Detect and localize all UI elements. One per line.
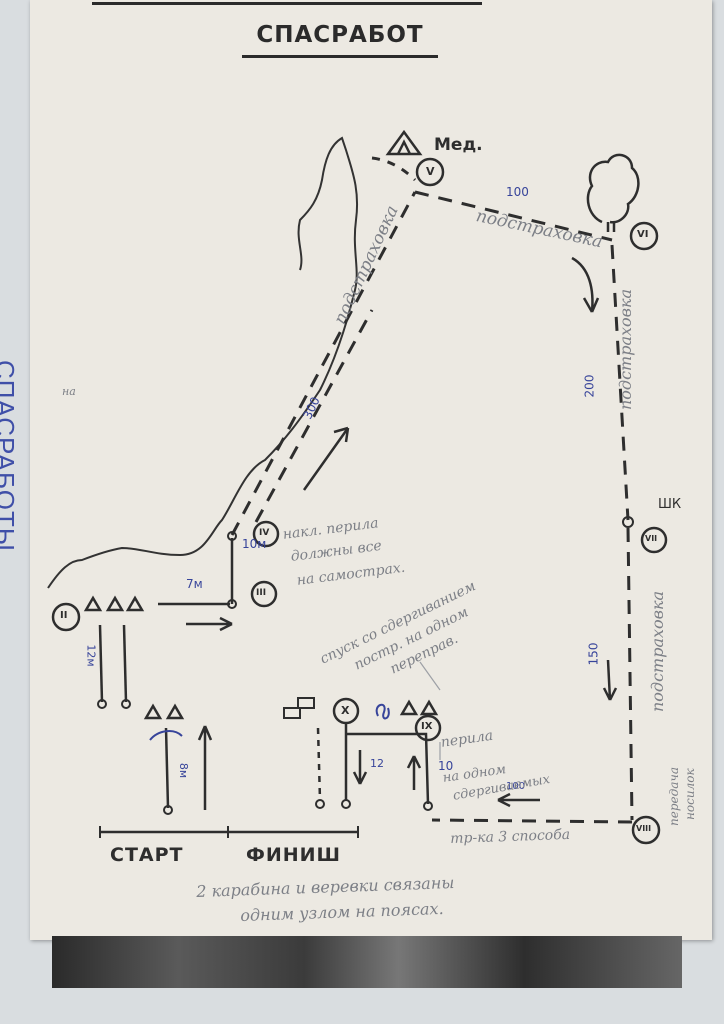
tent-icon-group-ii xyxy=(83,595,145,612)
na-label: на xyxy=(62,385,76,398)
route-v-vi xyxy=(414,190,613,242)
stage-vi-label: VI xyxy=(637,229,649,240)
distance-200: 200 xyxy=(582,374,597,398)
arrow-down-12 xyxy=(352,750,368,785)
top-rule xyxy=(92,2,482,5)
stretcher-pass-note-1: передача xyxy=(667,767,681,826)
node xyxy=(227,531,237,541)
stage-iii-icon xyxy=(250,580,278,608)
stage-x-icon xyxy=(332,697,360,725)
med-tent-icon xyxy=(385,129,423,156)
distance-150: 150 xyxy=(586,642,601,666)
rope-x-down xyxy=(316,727,322,801)
shk-label: ШК xyxy=(658,497,682,512)
arrow-down-150 xyxy=(602,659,618,701)
stage-x-label: X xyxy=(341,704,350,717)
stage-v-label: V xyxy=(426,165,435,178)
rope-12m-b xyxy=(122,624,128,703)
arrow-up-route xyxy=(302,426,350,491)
node xyxy=(423,801,433,811)
node xyxy=(341,799,351,809)
node xyxy=(121,699,131,709)
curl-arrow xyxy=(149,730,183,741)
photo-strip xyxy=(52,936,682,988)
stage-vi-icon xyxy=(629,221,659,251)
stretcher-icon xyxy=(283,697,315,719)
side-label: СПАСРАБОТЫ xyxy=(0,360,20,552)
arrow-left-bottom xyxy=(497,792,540,808)
arrow-up-10 xyxy=(406,755,422,790)
distance-12m: 12м xyxy=(84,644,98,667)
arrow-down-right xyxy=(571,256,600,313)
podstrakhovka-route-3: подстраховка xyxy=(616,288,635,410)
title-underline xyxy=(242,55,438,58)
pencil-line-2 xyxy=(419,661,441,691)
cliff-outline xyxy=(47,136,359,589)
route-viii-ix xyxy=(431,818,633,824)
route-iv-v xyxy=(230,191,417,536)
arrow-up-8m xyxy=(197,725,213,810)
start-tick-a xyxy=(99,826,359,838)
page-title: СПАСРАБОТ xyxy=(256,22,424,48)
stretcher-pass-note-2: носилок xyxy=(683,768,697,820)
node xyxy=(315,799,325,809)
route-vii-viii xyxy=(626,527,634,821)
route-iv-v-outer xyxy=(254,309,374,523)
stage-iv-icon xyxy=(252,520,280,548)
distance-100-bottom: 100 xyxy=(506,781,526,792)
node xyxy=(622,516,634,528)
podstrakhovka-route-4: подстраховка xyxy=(648,590,667,712)
stage-iv-label: IV xyxy=(259,528,270,538)
stage-vii-label: VII xyxy=(645,534,658,543)
stage-iii-label: III xyxy=(256,588,267,598)
tent-icon-group-ix xyxy=(399,699,439,716)
rope-12m-a xyxy=(98,624,104,703)
node xyxy=(227,599,237,609)
troika-note: тр-ка 3 способа xyxy=(449,826,571,847)
med-label: Мед. xyxy=(434,135,483,155)
distance-12: 12 xyxy=(370,757,384,770)
route-med-v xyxy=(371,156,417,182)
stage-vii-icon xyxy=(640,526,668,554)
arrow-right-iv xyxy=(186,616,233,632)
distance-10: 10 xyxy=(438,759,454,773)
route-vi-vii xyxy=(610,244,630,521)
stage-viii-label: VIII xyxy=(636,824,652,833)
stage-ix-icon xyxy=(414,714,442,742)
node xyxy=(97,699,107,709)
paper-sheet xyxy=(30,0,712,940)
stage-v-icon xyxy=(415,157,445,187)
distance-8m: 8м xyxy=(177,762,191,779)
stage-ii-label: II xyxy=(60,610,68,621)
stage-ii-icon xyxy=(51,602,81,632)
node xyxy=(163,805,173,815)
stage-ix-label: IX xyxy=(421,721,433,732)
finish-label: ФИНИШ xyxy=(246,844,342,866)
stage-viii-icon xyxy=(631,815,661,845)
distance-100-top: 100 xyxy=(506,185,529,199)
start-label: СТАРТ xyxy=(110,844,184,866)
distance-7m: 7м xyxy=(186,577,203,591)
distance-10m: 10м xyxy=(242,537,267,551)
tent-icon-group-start xyxy=(143,703,185,720)
tree-icon xyxy=(586,153,640,232)
rope-8m xyxy=(164,727,170,809)
rope-x-frame xyxy=(344,724,430,805)
knot-icon xyxy=(375,703,390,720)
